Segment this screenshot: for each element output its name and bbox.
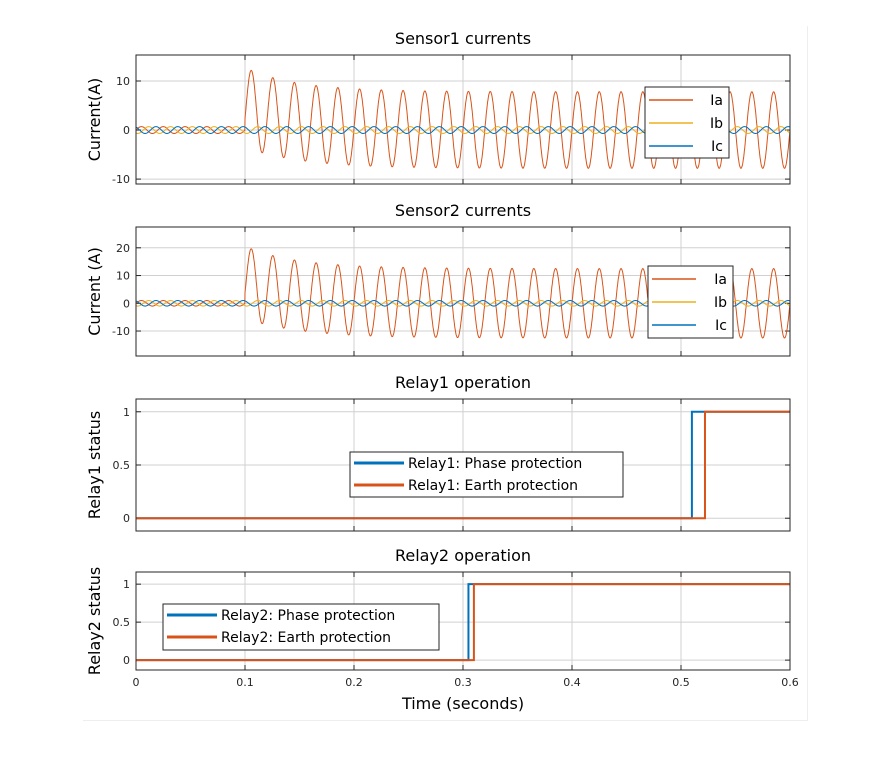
legend-label: Relay1: Earth protection [408,478,578,494]
axes-box [135,571,791,671]
axes-box [135,398,791,532]
legend-label: Ib [710,116,723,132]
axes-box [135,54,791,185]
legend-label: Ib [714,295,727,311]
y-axis-label: Current(A) [85,78,104,162]
legend-label: Ia [710,93,723,109]
legend-label: Ic [711,139,723,155]
y-tick-label: 10 [116,75,130,88]
legend-label: Relay2: Earth protection [221,630,391,646]
subplot-title: Sensor1 currents [395,29,531,48]
y-tick-label: 0 [123,124,130,137]
y-tick-label: 10 [116,270,130,283]
x-tick-label: 0.3 [454,676,472,689]
figure-frame [83,26,808,721]
y-axis-label: Relay1 status [85,411,104,519]
legend-label: Relay1: Phase protection [408,456,582,472]
y-tick-label: 1 [123,578,130,591]
y-axis-label: Current (A) [85,247,104,336]
y-tick-label: -10 [112,325,130,338]
x-tick-label: 0.2 [345,676,363,689]
legend-label: Ia [714,272,727,288]
y-tick-label: 1 [123,406,130,419]
y-tick-label: 20 [116,242,130,255]
series-line-2 [136,583,790,662]
legend-box [349,451,624,498]
x-tick-label: 0 [133,676,140,689]
y-tick-label: 0.5 [113,459,131,472]
y-axis-label: Relay2 status [85,567,104,675]
series-line-2 [136,410,790,520]
y-tick-label: 0 [123,512,130,525]
axes-box [135,226,791,357]
x-tick-label: 0.5 [672,676,690,689]
x-tick-label: 0.4 [563,676,581,689]
x-tick-label: 0.1 [236,676,254,689]
legend-label: Relay2: Phase protection [221,608,395,624]
subplot-title: Sensor2 currents [395,201,531,220]
y-tick-label: 0 [123,297,130,310]
subplot-title: Relay1 operation [395,373,531,392]
x-tick-label: 0.6 [781,676,799,689]
x-axis-label: Time (seconds) [401,694,524,713]
legend-box [162,603,440,651]
y-tick-label: 0 [123,654,130,667]
y-tick-label: 0.5 [113,616,131,629]
subplot-title: Relay2 operation [395,546,531,565]
subplot-4: 0 0.5 1 0 0.1 0.2 0.3 0.4 0.5 0.6 Relay2 operation… [85,546,799,713]
y-tick-label: -10 [112,173,130,186]
legend-label: Ic [715,318,727,334]
